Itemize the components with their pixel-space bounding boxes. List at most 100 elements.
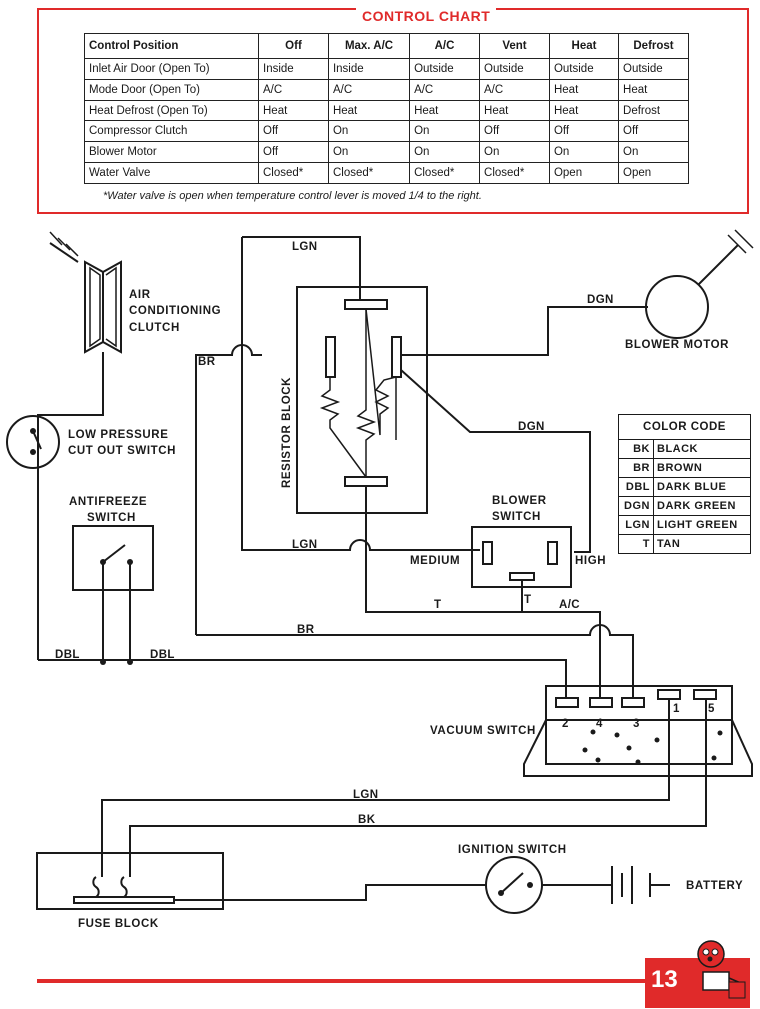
antifreeze-label: ANTIFREEZE [69,496,147,508]
table-cell: On [327,120,411,143]
blower-switch-label: BLOWER [492,495,547,507]
control-chart-footnote: *Water valve is open when temperature co… [103,190,482,202]
table-cell: On [409,120,481,143]
blower-switch-symbol [471,526,572,588]
vacuum-switch-symbol [523,685,753,777]
table-cell: Water Valve [84,162,259,184]
color-code-abbrev: DBL [618,477,654,497]
table-header-cell: Defrost [618,33,689,59]
color-code-name: LIGHT GREEN [653,515,751,535]
color-code-name: TAN [653,534,751,554]
footer-rule [37,979,645,983]
battery-label: BATTERY [686,880,743,892]
wire-label-t: T [524,594,531,606]
low-pressure-switch-symbol [6,415,60,469]
table-cell: Heat [548,99,620,122]
wire-label-dgn: DGN [518,421,545,433]
table-cell: Compressor Clutch [84,120,259,143]
medium-label: MEDIUM [410,555,460,567]
color-code-title: COLOR CODE [618,414,751,440]
ground-symbol [49,231,79,263]
table-cell: Outside [548,58,620,80]
table-cell: Open [548,162,620,184]
fuse-block-label: FUSE BLOCK [78,918,159,930]
color-code-abbrev: T [618,534,654,554]
table-cell: A/C [409,78,481,101]
wire-label-lgn: LGN [292,539,317,551]
blower-motor-label: BLOWER MOTOR [625,339,729,351]
wire-label-br: BR [297,624,315,636]
wire-label-lgn: LGN [292,241,317,253]
table-cell: Closed* [327,162,411,184]
wire-label-t: T [434,599,441,611]
table-cell: Heat [548,78,620,101]
wire-label-dbl: DBL [150,649,175,661]
control-chart-table: Control Position Off Max. A/C A/C Vent H… [84,33,689,184]
ac-clutch-label: CLUTCH [129,322,180,334]
vacuum-port-label: 1 [673,703,680,715]
color-code-abbrev: BR [618,458,654,478]
page-number: 13 [651,966,678,993]
page-badge: 13 [645,940,750,1008]
table-header-cell: A/C [409,33,481,59]
table-cell: Heat [327,99,411,122]
table-cell: A/C [327,78,411,101]
color-code-name: BROWN [653,458,751,478]
table-header-cell: Max. A/C [327,33,411,59]
wire-label-bk: BK [358,814,376,826]
low-pressure-label: LOW PRESSURE [68,429,169,441]
table-cell: Closed* [258,162,329,184]
table-cell: Heat Defrost (Open To) [84,99,259,122]
table-cell: Outside [618,58,689,80]
wire-label-br: BR [198,356,216,368]
antifreeze-label: SWITCH [87,512,136,524]
high-label: HIGH [575,555,606,567]
table-cell: Open [618,162,689,184]
color-code-name: DARK GREEN [653,496,751,516]
wire-label-ac: A/C [559,599,580,611]
table-header-cell: Control Position [84,33,259,59]
table-header-row: Control Position Off Max. A/C A/C Vent H… [84,33,689,59]
ac-clutch-symbol [84,260,122,354]
blower-switch-label: SWITCH [492,511,541,523]
table-cell: Blower Motor [84,141,259,164]
table-cell: Mode Door (Open To) [84,78,259,101]
table-cell: Off [258,120,329,143]
wire-label-dgn: DGN [587,294,614,306]
control-chart-title: CONTROL CHART [356,8,497,24]
vacuum-port-label: 3 [633,718,640,730]
color-code-abbrev: LGN [618,515,654,535]
wire-label-lgn: LGN [353,789,378,801]
antifreeze-switch-symbol [72,525,154,662]
table-header-cell: Heat [548,33,620,59]
ignition-switch-symbol [485,856,543,914]
mascot-icon [697,940,746,999]
vacuum-switch-label: VACUUM SWITCH [430,725,536,737]
color-code-abbrev: DGN [618,496,654,516]
vacuum-port-label: 2 [562,718,569,730]
table-cell: Closed* [479,162,550,184]
vacuum-port-label: 4 [596,718,603,730]
table-cell: Inside [327,58,411,80]
wire-label-dbl: DBL [55,649,80,661]
control-chart-frame: CONTROL CHART [37,8,749,214]
low-pressure-label: CUT OUT SWITCH [68,445,176,457]
table-header-cell: Vent [479,33,550,59]
resistor-block [296,286,428,514]
color-code-name: BLACK [653,439,751,459]
ac-clutch-label: AIR [129,289,151,301]
blower-motor-symbol [645,229,754,339]
color-code-name: DARK BLUE [653,477,751,497]
